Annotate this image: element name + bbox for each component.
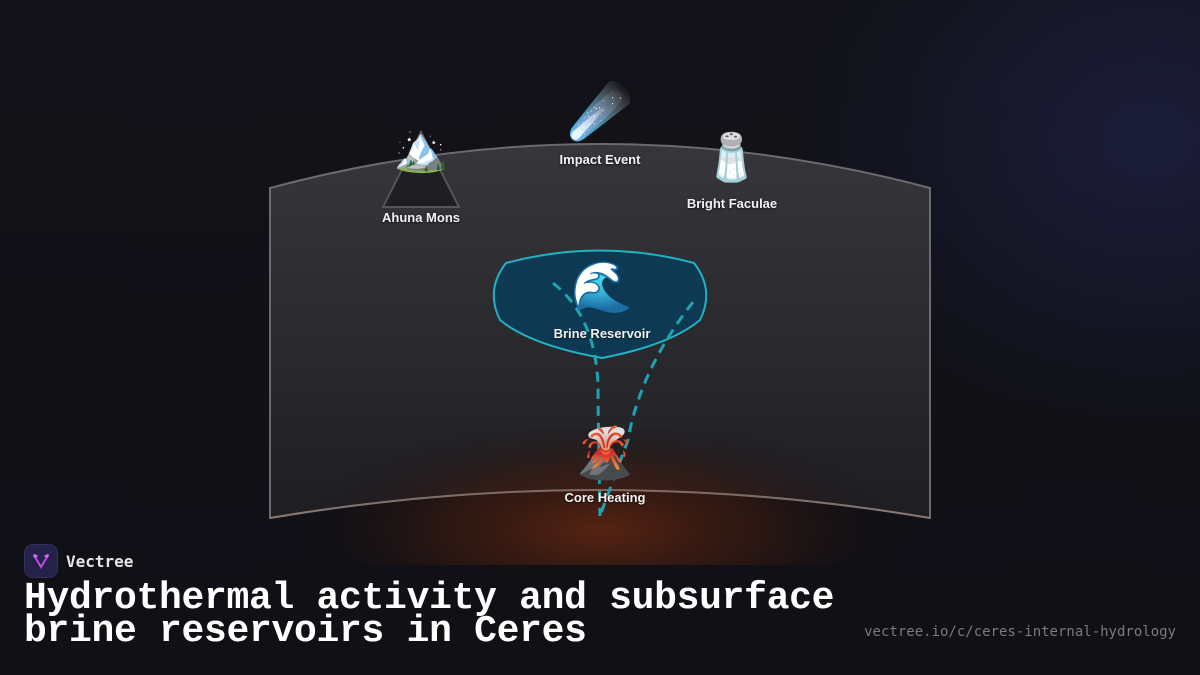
diagram-canvas: 🏔️ Ahuna Mons ☄️ Impact Event 🧂 Bright F… [269,86,931,565]
diagram-svg [269,129,931,565]
node-label: Ahuna Mons [382,210,460,225]
node-label: Brine Reservoir [553,326,651,341]
page-title: Hydrothermal activity and subsurface bri… [24,580,834,651]
core-boundary [269,489,931,519]
edge-brine-core-2[interactable] [598,301,695,517]
node-label: Bright Faculae [686,196,778,211]
node-label: Impact Event [559,152,641,167]
brand-name: Vectree [66,551,134,571]
node-core-heating[interactable]: 🌋 Core Heating [565,428,646,505]
title-line-1: Hydrothermal activity and subsurface [24,577,835,620]
mountain-icon: 🏔️ [393,125,449,174]
brand: Vectree [24,544,133,578]
brine-reservoir-shape[interactable] [492,249,708,360]
node-label: Core Heating [564,490,646,505]
volcano-icon: 🌋 [573,425,637,481]
edge-brine-core-1[interactable] [552,281,602,517]
water-wave-icon: 🌊 [570,259,634,315]
node-bright-faculae[interactable]: 🧂 Bright Faculae [687,134,777,211]
node-brine-reservoir[interactable]: 🌊 Brine Reservoir [554,262,651,341]
node-impact-event[interactable]: ☄️ Impact Event [560,86,641,167]
node-ahuna-mons[interactable]: 🏔️ Ahuna Mons [382,125,460,226]
vectree-logo-icon [24,544,58,578]
ahuna-mons-cone [381,129,461,208]
comet-icon: ☄️ [567,83,633,141]
source-url[interactable]: vectree.io/c/ceres-internal-hydrology [864,624,1176,640]
salt-shaker-icon: 🧂 [703,131,761,183]
title-line-2: brine reservoirs in Ceres [24,610,587,653]
